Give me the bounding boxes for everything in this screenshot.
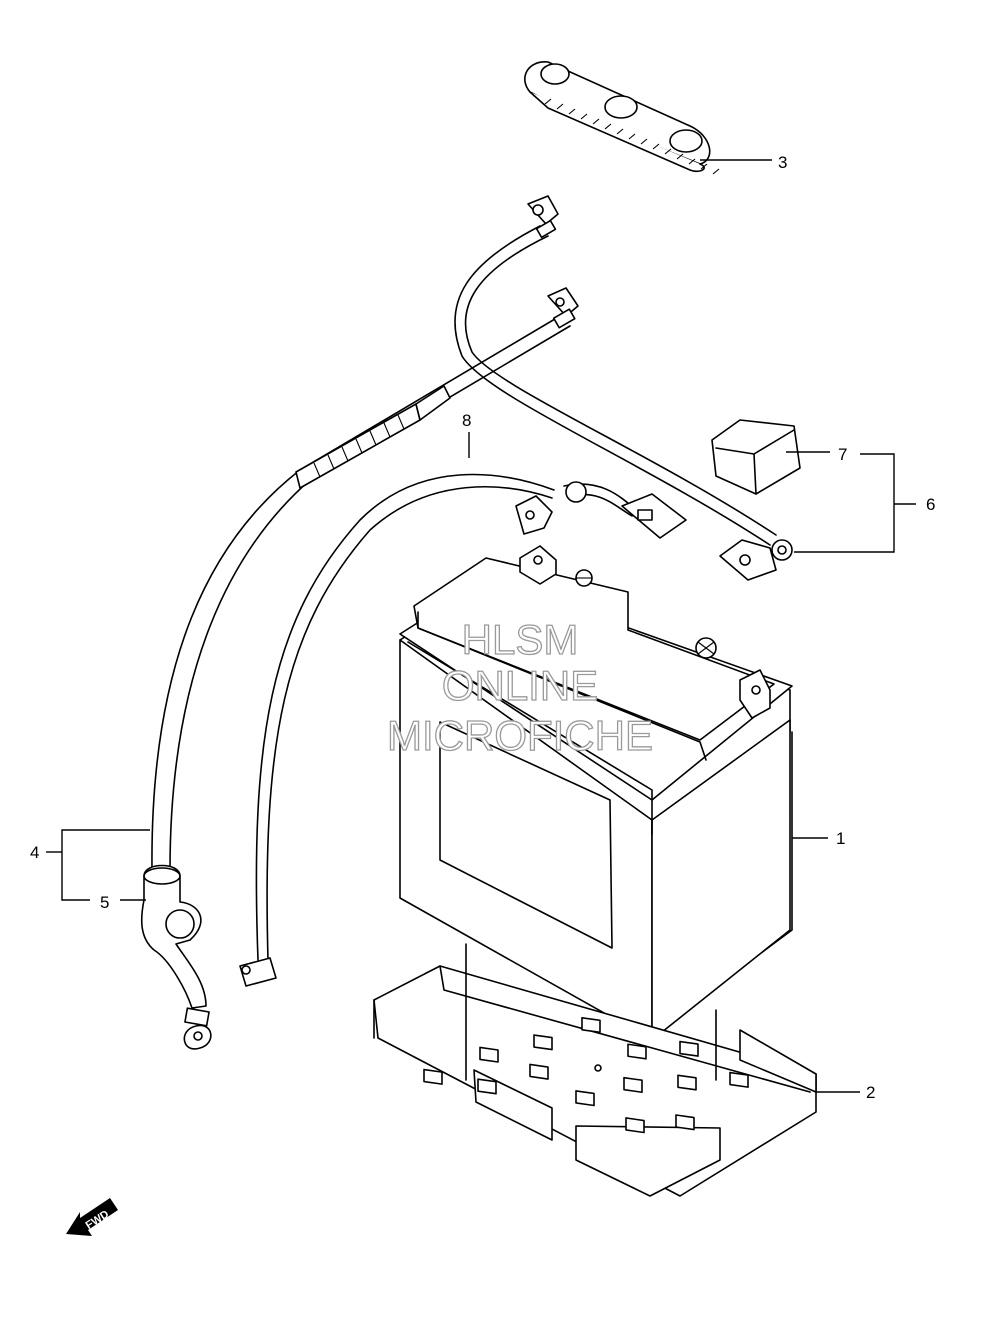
callout-1: 1 <box>836 829 845 848</box>
callout-7: 7 <box>838 445 847 464</box>
positive-battery-cable <box>454 195 793 581</box>
callout-6: 6 <box>926 495 935 514</box>
callout-2: 2 <box>866 1083 875 1102</box>
watermark-line-3: MICROFICHE <box>387 712 653 759</box>
callout-3: 3 <box>778 153 787 172</box>
callout-4: 4 <box>30 843 39 862</box>
watermark: HLSM ONLINE MICROFICHE <box>386 615 653 759</box>
leader-lines <box>46 159 916 1093</box>
terminal-cap <box>711 419 801 495</box>
battery-tray <box>373 943 817 1197</box>
callout-8: 8 <box>462 411 471 430</box>
battery-wire <box>239 473 687 987</box>
terminal-cover-strip <box>524 61 720 175</box>
callout-5: 5 <box>100 893 109 912</box>
watermark-line-1: HLSM <box>462 616 579 663</box>
watermark-line-2: ONLINE <box>442 662 598 709</box>
terminal-boot <box>140 864 212 1050</box>
callout-labels: 1 2 3 4 5 6 7 8 <box>30 153 935 1102</box>
battery <box>399 545 793 1041</box>
negative-battery-cable <box>151 287 579 871</box>
forward-direction-arrow: FWD <box>66 1198 118 1236</box>
tray-slots <box>423 1016 749 1134</box>
